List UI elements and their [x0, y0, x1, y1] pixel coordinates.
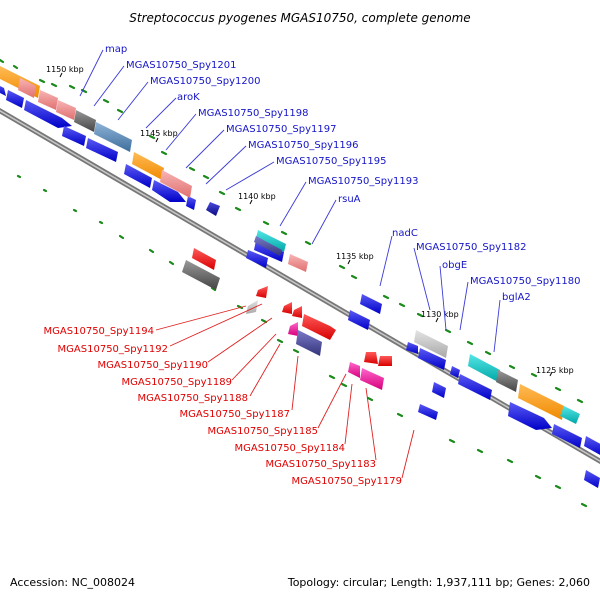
gene-label[interactable]: MGAS10750_Spy1188 — [138, 393, 248, 404]
cds-feature[interactable] — [288, 322, 298, 336]
cds-feature[interactable] — [302, 314, 336, 340]
gene-label[interactable]: MGAS10750_Spy1195 — [276, 156, 386, 167]
cds-feature[interactable] — [450, 366, 460, 378]
gene-label[interactable]: rsuA — [338, 194, 361, 205]
cds-feature[interactable] — [206, 202, 220, 216]
gene-label[interactable]: MGAS10750_Spy1184 — [235, 443, 345, 454]
orange-feature[interactable] — [518, 384, 564, 420]
gray-feature[interactable] — [182, 260, 220, 290]
pink-feature[interactable] — [160, 170, 192, 198]
cds-feature[interactable] — [246, 300, 258, 314]
map-title: Streptococcus pyogenes MGAS10750, comple… — [129, 11, 470, 25]
lightgray-feature[interactable] — [414, 330, 448, 358]
cds-feature[interactable] — [246, 250, 268, 268]
cds-feature[interactable] — [360, 294, 382, 314]
pink-feature[interactable] — [18, 78, 36, 98]
cds-feature[interactable] — [152, 180, 186, 202]
cds-feature[interactable] — [418, 348, 446, 370]
gene-label[interactable]: MGAS10750_Spy1183 — [266, 459, 376, 470]
forward-cds-track — [0, 84, 600, 488]
cds-feature[interactable] — [0, 84, 6, 96]
gene-label[interactable]: MGAS10750_Spy1201 — [126, 60, 236, 71]
gene-label[interactable]: MGAS10750_Spy1200 — [150, 76, 260, 87]
scale-ticks — [59, 72, 553, 377]
forward-gene-labels: map MGAS10750_Spy1201 MGAS10750_Spy1200 … — [105, 44, 580, 303]
gray-feature[interactable] — [496, 370, 518, 392]
cds-feature[interactable] — [508, 402, 552, 430]
pink-feature[interactable] — [56, 100, 76, 120]
reverse-cds-track — [192, 248, 392, 390]
gene-label[interactable]: nadC — [392, 228, 418, 239]
cds-feature[interactable] — [292, 306, 302, 318]
gene-label[interactable]: obgE — [442, 260, 467, 271]
cyan-feature[interactable] — [468, 354, 500, 382]
pink-feature[interactable] — [288, 254, 308, 272]
cds-feature[interactable] — [406, 342, 418, 354]
cds-feature[interactable] — [584, 470, 600, 488]
cds-feature[interactable] — [62, 126, 86, 146]
cyan-feature[interactable] — [256, 230, 286, 252]
forward-label-leaders — [79, 49, 501, 353]
gene-label[interactable]: MGAS10750_Spy1197 — [226, 124, 336, 135]
genome-backbone — [0, 107, 600, 465]
gene-label[interactable]: MGAS10750_Spy1198 — [198, 108, 308, 119]
cyan-feature[interactable] — [560, 406, 580, 424]
steel-feature[interactable] — [94, 122, 132, 152]
gene-label[interactable]: bglA2 — [502, 292, 531, 303]
gene-label[interactable]: MGAS10750_Spy1196 — [248, 140, 358, 151]
gene-label[interactable]: MGAS10750_Spy1179 — [292, 476, 402, 487]
feature-blocks — [0, 66, 580, 424]
cds-feature[interactable] — [256, 286, 268, 298]
cds-feature[interactable] — [378, 356, 392, 366]
gene-label[interactable]: MGAS10750_Spy1193 — [308, 176, 418, 187]
tick-label-1140: 1140 kbp — [238, 192, 276, 201]
gene-label[interactable]: MGAS10750_Spy1189 — [122, 377, 232, 388]
reverse-label-leaders — [155, 303, 415, 479]
gene-label[interactable]: aroK — [177, 92, 200, 103]
cds-feature[interactable] — [348, 310, 370, 330]
gray-feature[interactable] — [74, 110, 96, 132]
cds-feature[interactable] — [458, 374, 492, 400]
gene-label[interactable]: MGAS10750_Spy1185 — [208, 426, 318, 437]
cds-feature[interactable] — [192, 248, 216, 270]
genome-summary-text: Topology: circular; Length: 1,937,111 bp… — [287, 576, 590, 589]
cds-feature[interactable] — [296, 330, 322, 356]
cds-feature[interactable] — [24, 100, 72, 128]
tick-label-1125: 1125 kbp — [536, 366, 574, 375]
gene-label[interactable]: MGAS10750_Spy1192 — [58, 344, 168, 355]
pink-feature[interactable] — [38, 90, 58, 110]
accession-text: Accession: NC_008024 — [10, 576, 135, 589]
tick-label-1145: 1145 kbp — [140, 129, 178, 138]
tick-label-1150: 1150 kbp — [46, 65, 84, 74]
slate-feature[interactable] — [254, 236, 282, 256]
cds-feature[interactable] — [364, 352, 378, 364]
cds-feature[interactable] — [360, 368, 384, 390]
cds-feature[interactable] — [348, 362, 360, 378]
cds-feature[interactable] — [124, 164, 152, 188]
orange-feature[interactable] — [132, 152, 164, 180]
gene-label[interactable]: MGAS10750_Spy1180 — [470, 276, 580, 287]
cds-feature[interactable] — [432, 382, 446, 398]
tick-label-1135: 1135 kbp — [336, 252, 374, 261]
cds-feature[interactable] — [282, 302, 292, 314]
cds-feature[interactable] — [86, 138, 118, 162]
gene-label[interactable]: MGAS10750_Spy1194 — [44, 326, 154, 337]
cds-feature[interactable] — [6, 90, 24, 108]
gene-label[interactable]: MGAS10750_Spy1187 — [180, 409, 290, 420]
cds-feature[interactable] — [418, 404, 438, 420]
cds-feature[interactable] — [584, 436, 600, 456]
reverse-gene-labels: MGAS10750_Spy1194 MGAS10750_Spy1192 MGAS… — [44, 326, 402, 487]
tick-label-1130: 1130 kbp — [421, 310, 459, 319]
gene-label[interactable]: MGAS10750_Spy1182 — [416, 242, 526, 253]
cds-feature[interactable] — [186, 196, 196, 210]
gene-label[interactable]: map — [105, 44, 127, 55]
cds-feature[interactable] — [552, 424, 582, 448]
gene-label[interactable]: MGAS10750_Spy1190 — [98, 360, 208, 371]
